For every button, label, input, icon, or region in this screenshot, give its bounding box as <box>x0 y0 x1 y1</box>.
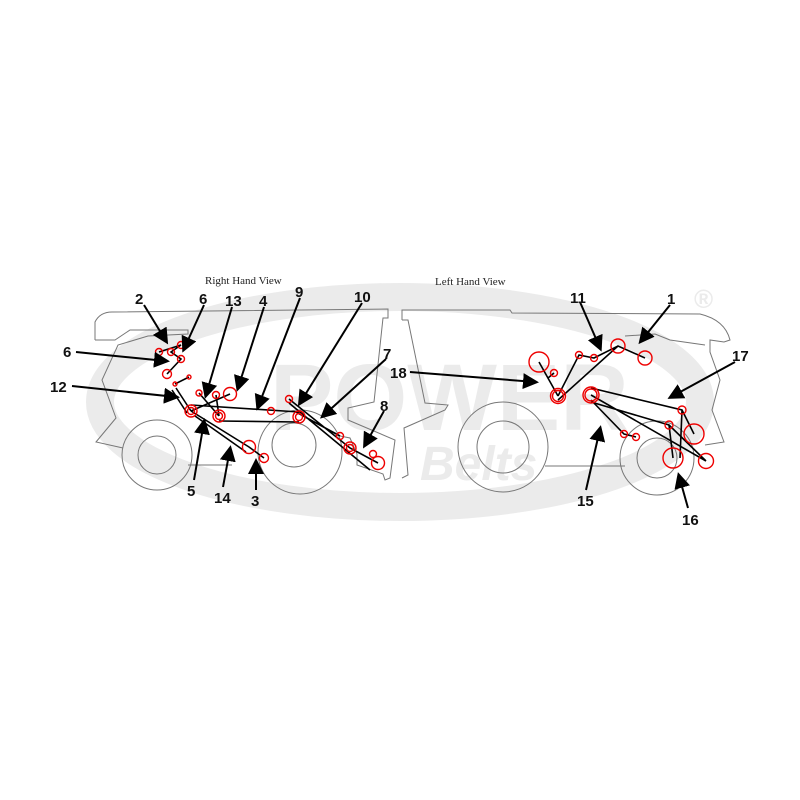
callout-17: 17 <box>732 348 749 365</box>
callout-12: 12 <box>50 379 67 396</box>
right-hand-view-title: Right Hand View <box>205 275 282 287</box>
callout-6-upper: 6 <box>199 291 207 308</box>
callout-labels-right-view: 2 6 6 12 13 4 9 10 7 8 5 14 3 <box>50 284 391 510</box>
callout-16: 16 <box>682 512 699 529</box>
registered-mark: ® <box>694 284 713 314</box>
callout-2: 2 <box>135 291 143 308</box>
callout-3: 3 <box>251 493 259 510</box>
callout-10: 10 <box>354 289 371 306</box>
callout-5: 5 <box>187 483 195 500</box>
watermark-script: Belts <box>420 438 537 491</box>
callout-18: 18 <box>390 365 407 382</box>
pulleys-right-view <box>154 340 386 471</box>
pulleys-left-view <box>528 338 715 470</box>
callout-1: 1 <box>667 291 675 308</box>
left-hand-view-title: Left Hand View <box>435 276 506 288</box>
callout-11: 11 <box>570 290 586 307</box>
callout-4: 4 <box>259 293 268 310</box>
watermark-brand: POWER <box>270 345 629 451</box>
callout-14: 14 <box>214 490 231 507</box>
watermark-logo: POWER Belts ® <box>86 283 714 521</box>
combine-outline-right-view <box>94 308 396 495</box>
callout-7: 7 <box>383 346 391 363</box>
callout-arrows <box>71 297 736 509</box>
combine-outline-left-view <box>401 309 731 496</box>
callout-labels-left-view: 11 1 17 18 15 16 <box>390 290 749 529</box>
callout-13: 13 <box>225 293 242 310</box>
belts-left-view <box>538 345 707 462</box>
callout-6-left: 6 <box>63 344 71 361</box>
callout-9: 9 <box>295 284 303 301</box>
callout-8: 8 <box>380 398 388 415</box>
callout-15: 15 <box>577 493 594 510</box>
